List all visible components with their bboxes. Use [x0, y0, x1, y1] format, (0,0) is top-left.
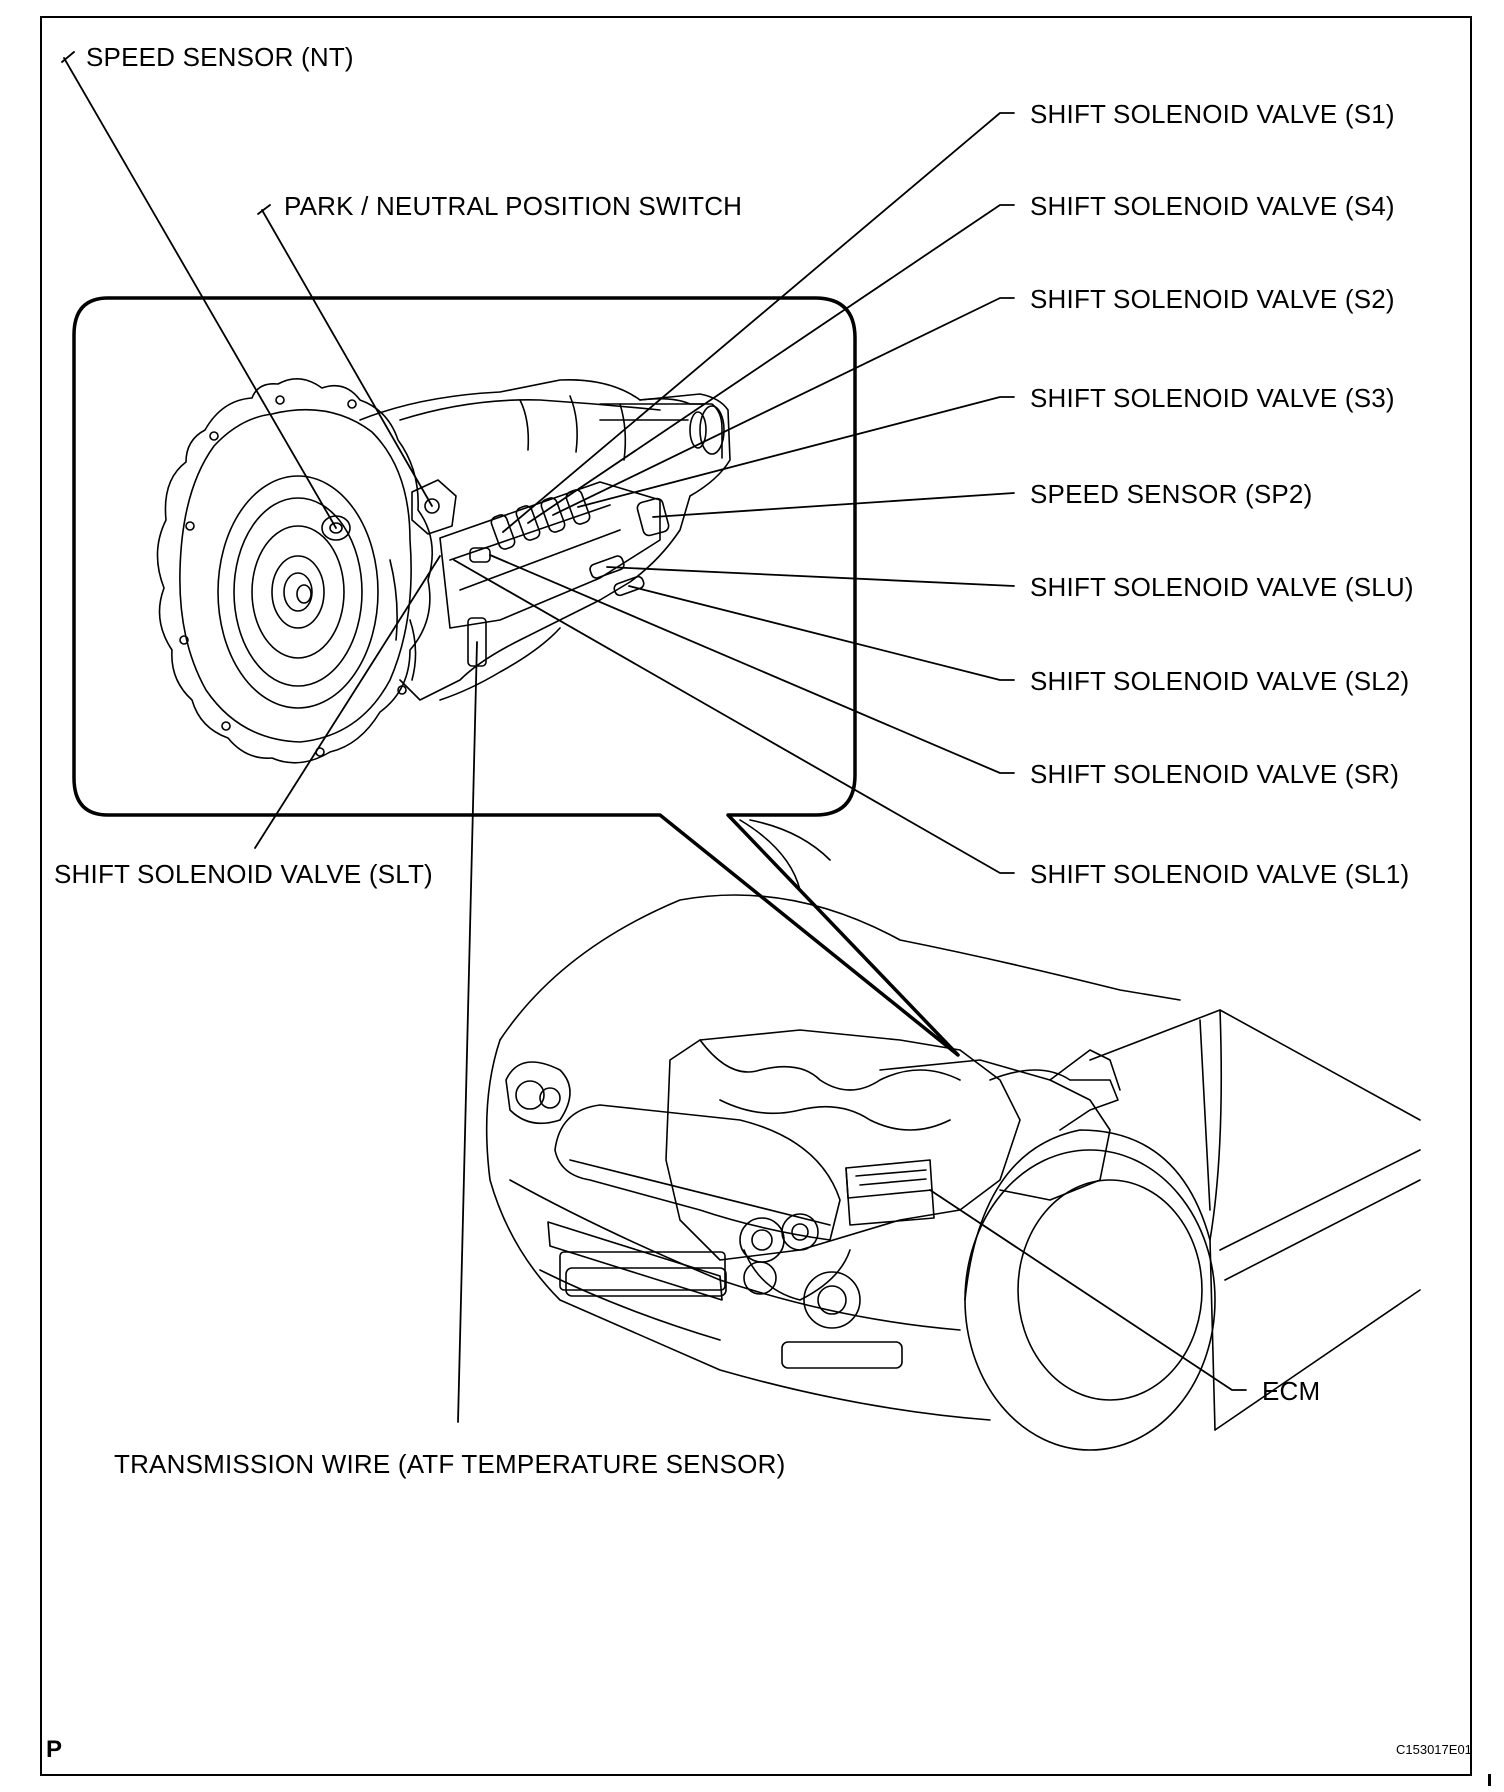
label-ssv-s1: SHIFT SOLENOID VALVE (S1)	[1030, 99, 1395, 129]
label-speed-sensor-nt: SPEED SENSOR (NT)	[86, 42, 354, 72]
label-ssv-sl1: SHIFT SOLENOID VALVE (SL1)	[1030, 859, 1410, 889]
label-ecm: ECM	[1262, 1376, 1321, 1406]
figure-id: C153017E01	[1396, 1742, 1472, 1757]
label-transmission-wire: TRANSMISSION WIRE (ATF TEMPERATURE SENSO…	[114, 1449, 786, 1479]
vehicle-drawing	[485, 819, 1421, 1451]
label-ssv-slu: SHIFT SOLENOID VALVE (SLU)	[1030, 572, 1414, 602]
page-corner-mark: P	[46, 1736, 63, 1763]
label-ssv-s3: SHIFT SOLENOID VALVE (S3)	[1030, 383, 1395, 413]
transmission-drawing	[156, 378, 731, 764]
label-ssv-sr: SHIFT SOLENOID VALVE (SR)	[1030, 759, 1400, 789]
label-ssv-slt: SHIFT SOLENOID VALVE (SLT)	[54, 859, 433, 889]
label-park-neutral-switch: PARK / NEUTRAL POSITION SWITCH	[284, 191, 743, 221]
leader-lines	[61, 51, 1247, 1423]
callout-bubble	[72, 296, 960, 1057]
diagram-frame	[40, 16, 1472, 1776]
label-ssv-s2: SHIFT SOLENOID VALVE (S2)	[1030, 284, 1395, 314]
label-ssv-sl2: SHIFT SOLENOID VALVE (SL2)	[1030, 666, 1410, 696]
label-speed-sensor-sp2: SPEED SENSOR (SP2)	[1030, 479, 1313, 509]
edge-tick	[1488, 1774, 1491, 1786]
label-ssv-s4: SHIFT SOLENOID VALVE (S4)	[1030, 191, 1395, 221]
